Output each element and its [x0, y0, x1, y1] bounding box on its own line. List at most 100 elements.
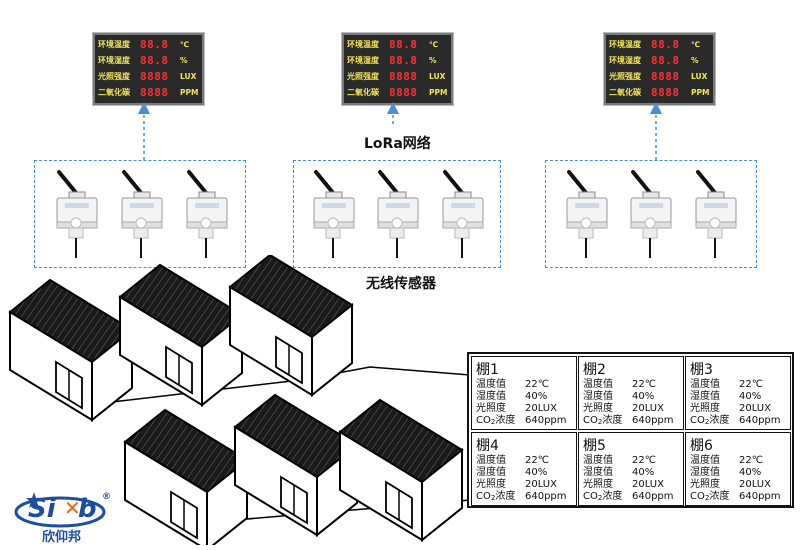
- greenhouse-1: [9, 279, 133, 421]
- reading-value: 20LUX: [739, 479, 771, 490]
- board-row: 光照强度 8888 LUX: [98, 70, 199, 84]
- greenhouse-scene: [9, 255, 470, 545]
- co2-sub: 2: [597, 418, 603, 426]
- wireless-sensor: [55, 168, 99, 258]
- board-label: 二氧化碳: [609, 88, 641, 97]
- reading-value: 20LUX: [739, 403, 771, 414]
- board-label: 环境温度: [347, 40, 379, 49]
- board-digits: 8888: [389, 70, 418, 83]
- board-unit: %: [429, 56, 437, 65]
- reading-key: 温度值: [690, 455, 720, 466]
- co2-suffix: 浓度: [495, 415, 516, 426]
- board-unit: %: [691, 56, 699, 65]
- wireless-sensor: [441, 168, 485, 258]
- co2-sub: 2: [597, 494, 603, 502]
- board-label: 环境湿度: [347, 56, 379, 65]
- board-row: 环境温度 88.8 ℃: [98, 38, 199, 52]
- reading-key: 湿度值: [690, 391, 720, 402]
- reading-value: 640ppm: [739, 415, 781, 426]
- co2-suffix: 浓度: [709, 415, 730, 426]
- board-label: 光照强度: [609, 72, 641, 81]
- board-unit: ℃: [180, 40, 190, 49]
- greenhouse-6: [339, 399, 463, 541]
- reading-value: 640ppm: [739, 491, 781, 502]
- board-unit: LUX: [180, 72, 197, 81]
- board-digits: 8888: [651, 86, 680, 99]
- sensor-group-1: [34, 160, 246, 268]
- board-row: 光照强度 8888 LUX: [609, 70, 710, 84]
- reading-key: 光照度: [476, 479, 506, 490]
- reading-value: 22℃: [632, 379, 656, 390]
- wireless-sensor: [694, 168, 738, 258]
- board-unit: PPM: [180, 88, 199, 97]
- co2-suffix: 浓度: [495, 491, 516, 502]
- reading-value: 640ppm: [632, 491, 674, 502]
- board-digits: 88.8: [389, 54, 418, 67]
- led-display-board-1: 环境温度 88.8 ℃ 环境湿度 88.8 % 光照强度 8888 LUX 二氧…: [93, 33, 204, 105]
- board-label: 光照强度: [347, 72, 379, 81]
- reading-key: 温度值: [690, 379, 720, 390]
- board-digits: 8888: [140, 70, 169, 83]
- reading-key: 温度值: [583, 455, 613, 466]
- co2-sub: 2: [490, 418, 496, 426]
- reading-value: 20LUX: [525, 403, 557, 414]
- board-digits: 8888: [140, 86, 169, 99]
- logo-arrow-icon: ✕: [64, 496, 81, 520]
- uplink-arrows: [138, 102, 662, 160]
- board-digits: 88.8: [651, 38, 680, 51]
- sensor-icon: [695, 170, 737, 258]
- co2-prefix: CO: [583, 491, 598, 502]
- reading-value: 40%: [632, 391, 655, 402]
- network-label: LoRa网络: [364, 136, 431, 152]
- board-digits: 8888: [651, 70, 680, 83]
- board-row: 环境温度 88.8 ℃: [347, 38, 448, 52]
- co2-prefix: CO: [690, 491, 705, 502]
- board-unit: LUX: [429, 72, 446, 81]
- co2-suffix: 浓度: [602, 415, 623, 426]
- board-label: 二氧化碳: [98, 88, 130, 97]
- reading-key: 湿度值: [583, 467, 613, 478]
- board-row: 环境湿度 88.8 %: [609, 54, 710, 68]
- reading-value: 40%: [525, 391, 548, 402]
- board-label: 环境温度: [98, 40, 130, 49]
- greenhouse-5: [234, 394, 358, 536]
- reading-key: 光照度: [583, 403, 613, 414]
- company-logo: Si ✕ b ® 欣仰邦: [12, 490, 112, 545]
- board-label: 环境温度: [609, 40, 641, 49]
- sensor-icon: [566, 170, 608, 258]
- co2-prefix: CO: [690, 415, 705, 426]
- board-unit: %: [180, 56, 188, 65]
- board-label: 环境湿度: [98, 56, 130, 65]
- reading-key: 光照度: [476, 403, 506, 414]
- board-unit: ℃: [691, 40, 701, 49]
- board-label: 环境湿度: [609, 56, 641, 65]
- board-label: 二氧化碳: [347, 88, 379, 97]
- reading-key: 温度值: [476, 455, 506, 466]
- co2-sub: 2: [704, 494, 710, 502]
- logo-mark: Si: [28, 494, 56, 524]
- logo-registered: ®: [102, 492, 111, 502]
- greenhouse-title: 棚5: [583, 438, 606, 454]
- logo-swoosh-icon: [14, 492, 106, 528]
- reading-value: 22℃: [525, 379, 549, 390]
- co2-prefix: CO: [583, 415, 598, 426]
- wireless-sensor: [565, 168, 609, 258]
- sensor-icon: [186, 170, 228, 258]
- co2-prefix: CO: [476, 491, 491, 502]
- led-display-board-3: 环境温度 88.8 ℃ 环境湿度 88.8 % 光照强度 8888 LUX 二氧…: [604, 33, 715, 105]
- board-unit: PPM: [429, 88, 448, 97]
